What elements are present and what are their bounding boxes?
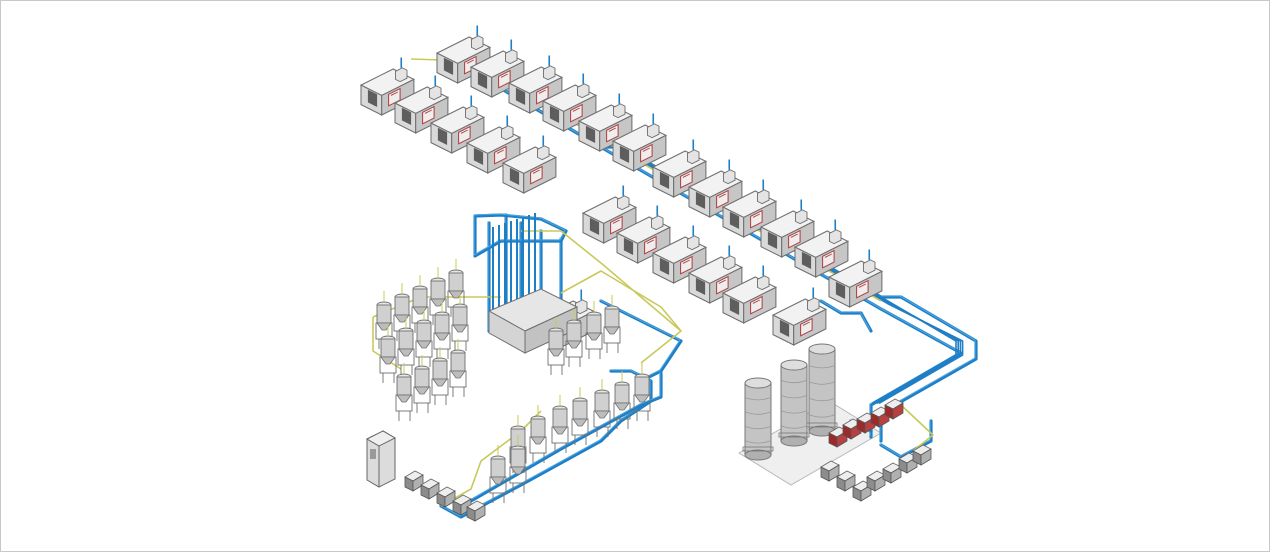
pipe-run-1 (469, 69, 963, 439)
machine-12 (687, 159, 744, 218)
hopper-dryer-21 (571, 387, 589, 445)
pump-unit-8 (866, 470, 886, 492)
machine-4 (577, 93, 634, 152)
pump-unit-15 (452, 494, 472, 516)
hopper-dryer-9 (451, 293, 469, 351)
hopper-dryer-10 (395, 363, 413, 421)
pipe-highlight-8 (879, 419, 931, 457)
pipe-run-3 (473, 213, 568, 258)
hopper-dryer-14 (547, 317, 565, 375)
machine-18 (615, 205, 672, 264)
hopper-dryer-20 (551, 395, 569, 453)
manifold-tower (487, 213, 579, 354)
pipe-highlight-4 (599, 299, 681, 381)
hopper-dryer-26 (509, 435, 527, 493)
hopper-dryer-1 (393, 283, 411, 341)
pump-unit-9 (882, 462, 902, 484)
pipe-highlight-1 (469, 69, 961, 437)
machine-14 (759, 199, 816, 258)
pump-unit-6 (836, 470, 856, 492)
machine-3 (541, 73, 598, 132)
machine-19 (651, 225, 708, 284)
hopper-dryer-0 (375, 291, 393, 349)
machine-0 (435, 25, 492, 84)
silo-0 (742, 377, 774, 461)
hopper-dryer-22 (593, 379, 611, 437)
hopper-dryer-5 (379, 325, 397, 383)
pump-unit-13 (420, 478, 440, 500)
machine-5 (611, 113, 668, 172)
hopper-dryer-2 (411, 275, 429, 333)
hopper-dryer-13 (449, 339, 467, 397)
hopper-dryer-25 (489, 445, 507, 503)
machine-20 (687, 245, 744, 304)
pump-unit-12 (404, 470, 424, 492)
hopper-dryer-15 (565, 309, 583, 367)
machine-10 (501, 135, 558, 194)
silo-2 (806, 343, 838, 437)
machine-16 (827, 249, 884, 308)
hopper-dryer-12 (431, 347, 449, 405)
machine-7 (393, 75, 450, 134)
control-cabinet (365, 430, 397, 488)
hopper-dryer-23 (613, 371, 631, 429)
machine-21 (721, 265, 778, 324)
hopper-dryer-19 (529, 405, 547, 463)
machine-1 (469, 39, 526, 98)
pump-unit-14 (436, 486, 456, 508)
pump-unit-5 (820, 460, 840, 482)
pump-unit-16 (466, 500, 486, 522)
hopper-dryer-8 (433, 301, 451, 359)
machine-17 (581, 185, 638, 244)
hopper-dryer-6 (397, 317, 415, 375)
pipe-run-6 (469, 371, 663, 503)
pipe-highlight-7 (819, 299, 871, 331)
machine-2 (507, 55, 564, 114)
machine-9 (465, 115, 522, 174)
pipe-highlight-6 (469, 371, 661, 501)
pump-unit-11 (912, 444, 932, 466)
machine-13 (721, 179, 778, 238)
machine-6 (359, 57, 416, 116)
machine-15 (793, 219, 850, 278)
vacuum-pump-units (404, 398, 932, 522)
hopper-dryer-7 (415, 309, 433, 367)
machine-22 (771, 287, 828, 346)
machine-8 (429, 95, 486, 154)
hopper-dryer-17 (603, 295, 621, 353)
hopper-dryer-16 (585, 301, 603, 359)
hopper-dryer-24 (633, 363, 651, 421)
pump-unit-4 (884, 398, 904, 420)
pipe-highlight-3 (473, 213, 566, 256)
hopper-loaders (375, 259, 651, 503)
silo-1 (778, 359, 810, 447)
hopper-dryer-3 (429, 267, 447, 325)
storage-silos (742, 343, 838, 461)
hopper-dryer-11 (413, 355, 431, 413)
